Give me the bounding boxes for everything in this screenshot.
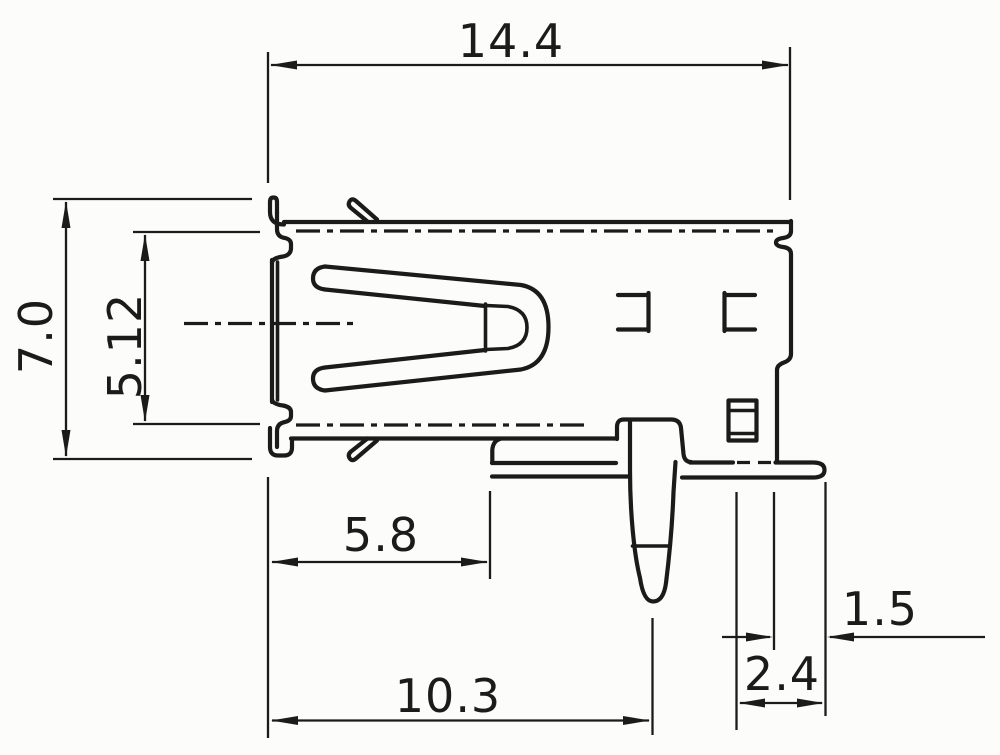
arrowhead xyxy=(271,716,298,725)
shell-right-edge xyxy=(773,218,794,464)
front-flange-bottom-lip xyxy=(267,425,295,458)
plate-right xyxy=(679,460,827,480)
arrowhead xyxy=(746,632,773,642)
arrowhead xyxy=(61,430,71,457)
arrowhead xyxy=(61,201,71,228)
ext-line xyxy=(266,477,492,738)
contact-upper-inner-edge xyxy=(322,287,488,309)
contact-lower-inner-edge xyxy=(322,347,488,370)
shell-windows xyxy=(615,290,759,443)
ext-line xyxy=(53,197,252,461)
dimension-rear-offset: 1.5 xyxy=(722,492,985,650)
dim-label-rear-offset: 1.5 xyxy=(842,582,918,636)
top-tab xyxy=(346,197,380,224)
dim-label-overall-length: 14.4 xyxy=(458,14,564,68)
contact-dimple-cap xyxy=(484,303,529,352)
latch-tabs xyxy=(346,197,380,463)
spring-contact xyxy=(310,264,551,393)
dimension-overall-length: 14.4 xyxy=(266,14,792,200)
dim-label-pin-spacing: 2.4 xyxy=(744,647,820,701)
dimension-overall-height: 7.0 xyxy=(9,197,252,461)
arrowhead xyxy=(827,632,854,642)
contact-upper-tip xyxy=(310,264,328,292)
solder-pin xyxy=(627,418,678,604)
front-fold-bottom xyxy=(269,396,294,450)
contact-lower-tip xyxy=(310,365,328,393)
arrowhead xyxy=(140,395,150,422)
contact-outer xyxy=(322,264,551,393)
center-lines xyxy=(184,229,777,427)
front-fold-top xyxy=(269,209,294,266)
arrowhead xyxy=(271,557,298,567)
arrowhead xyxy=(623,716,650,725)
solder-leg-ear xyxy=(614,417,694,465)
arrowhead xyxy=(140,234,150,261)
dimension-pin-position: 10.3 xyxy=(271,618,654,735)
ext-line xyxy=(735,482,827,730)
shell-body xyxy=(267,195,827,480)
front-flange-top-lip xyxy=(267,195,287,227)
dim-label-opening-height: 5.12 xyxy=(98,293,152,399)
arrowhead xyxy=(270,60,297,70)
dim-label-front-depth: 5.8 xyxy=(343,508,419,562)
arrowhead xyxy=(797,698,824,708)
rear-square xyxy=(726,398,759,443)
pin-outline xyxy=(627,418,678,604)
ext-line xyxy=(266,47,792,200)
dimension-opening-height: 5.12 xyxy=(98,230,260,426)
dim-label-pin-position: 10.3 xyxy=(395,669,501,723)
dimension-front-depth: 5.8 xyxy=(266,477,492,738)
window-right xyxy=(722,290,758,334)
arrowhead xyxy=(762,60,789,70)
dimension-pin-spacing: 2.4 xyxy=(735,482,827,730)
dim-label-overall-height: 7.0 xyxy=(9,298,63,374)
bottom-tab xyxy=(346,436,380,463)
ext-line xyxy=(133,230,260,426)
window-left xyxy=(615,290,651,334)
plate-step xyxy=(490,436,503,466)
arrowhead xyxy=(738,698,765,708)
arrowhead xyxy=(461,557,488,567)
